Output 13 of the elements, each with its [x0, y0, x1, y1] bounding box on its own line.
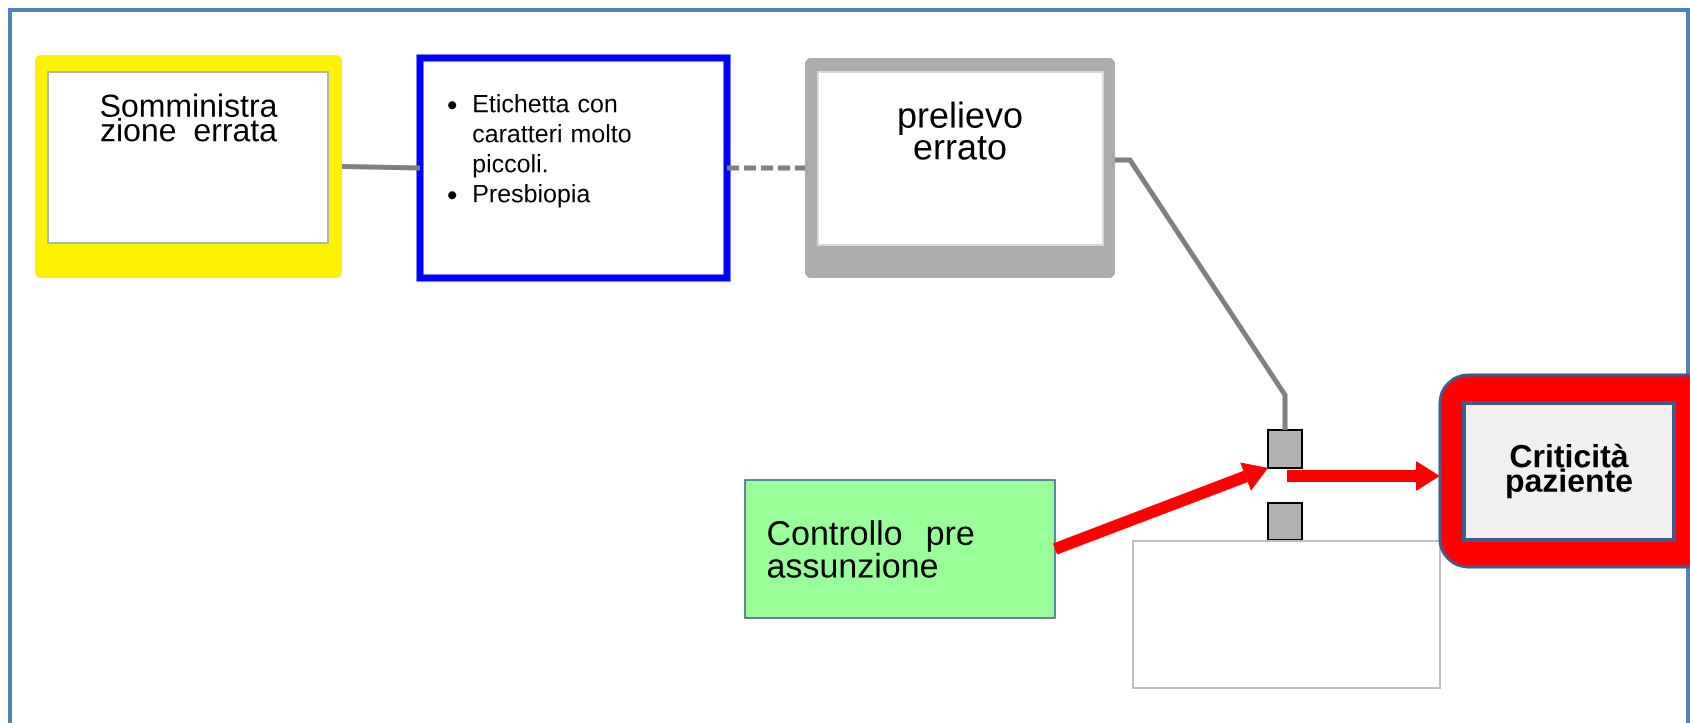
empty-box: [1132, 540, 1441, 689]
outcome-box: Criticità paziente: [1438, 373, 1690, 569]
connector-line: [341, 164, 421, 171]
connector-square: [1267, 429, 1303, 469]
arrow: [1287, 461, 1440, 491]
connector-line: [727, 165, 805, 171]
connector-line: [1115, 157, 1288, 430]
process-box: Somministra zione errata: [35, 55, 342, 278]
process-box: prelievo errato: [805, 58, 1115, 278]
connector-square: [1267, 502, 1303, 541]
arrow: [1052, 462, 1268, 555]
note-box: Controllo pre assunzione: [744, 479, 1056, 619]
bullet-list-box: Etichetta con caratteri molto piccoli. Presbiopia: [416, 54, 731, 282]
